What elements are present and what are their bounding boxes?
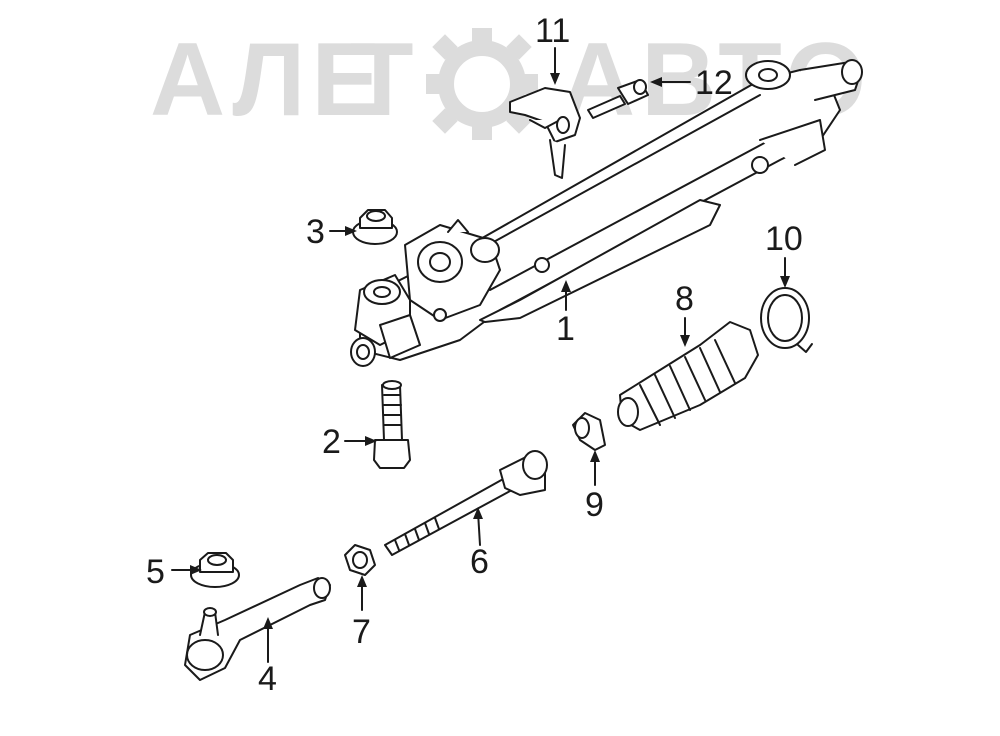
leader-arrowheads <box>190 73 790 629</box>
part-11-bracket <box>509 87 581 179</box>
watermark-left: АЛЕ <box>150 22 387 138</box>
callout-10: 10 <box>765 220 803 258</box>
part-7-jam-nut <box>344 544 376 576</box>
callout-6: 6 <box>470 543 489 581</box>
part-10-clamp-ring <box>760 287 813 353</box>
part-1-steering-rack <box>350 59 863 367</box>
callout-4: 4 <box>258 660 277 698</box>
part-12-bolt <box>587 79 649 119</box>
callout-11: 11 <box>535 12 571 50</box>
callout-3: 3 <box>306 213 325 251</box>
callout-12: 12 <box>695 64 733 102</box>
callout-8: 8 <box>675 280 694 318</box>
callout-2: 2 <box>322 423 341 461</box>
part-9-clamp <box>572 412 606 451</box>
callout-1: 1 <box>556 310 575 348</box>
part-5-nut <box>190 552 240 588</box>
part-4-tie-rod-end <box>184 577 331 681</box>
callout-7: 7 <box>352 613 371 651</box>
part-2-bolt <box>373 380 411 469</box>
watermark-gear-icon <box>426 28 538 140</box>
part-8-boot <box>617 321 759 431</box>
callout-9: 9 <box>585 486 604 524</box>
part-6-inner-tie-rod <box>384 450 548 556</box>
callout-5: 5 <box>146 553 165 591</box>
watermark-mid: Т <box>350 22 420 138</box>
part-3-nut <box>352 209 398 245</box>
